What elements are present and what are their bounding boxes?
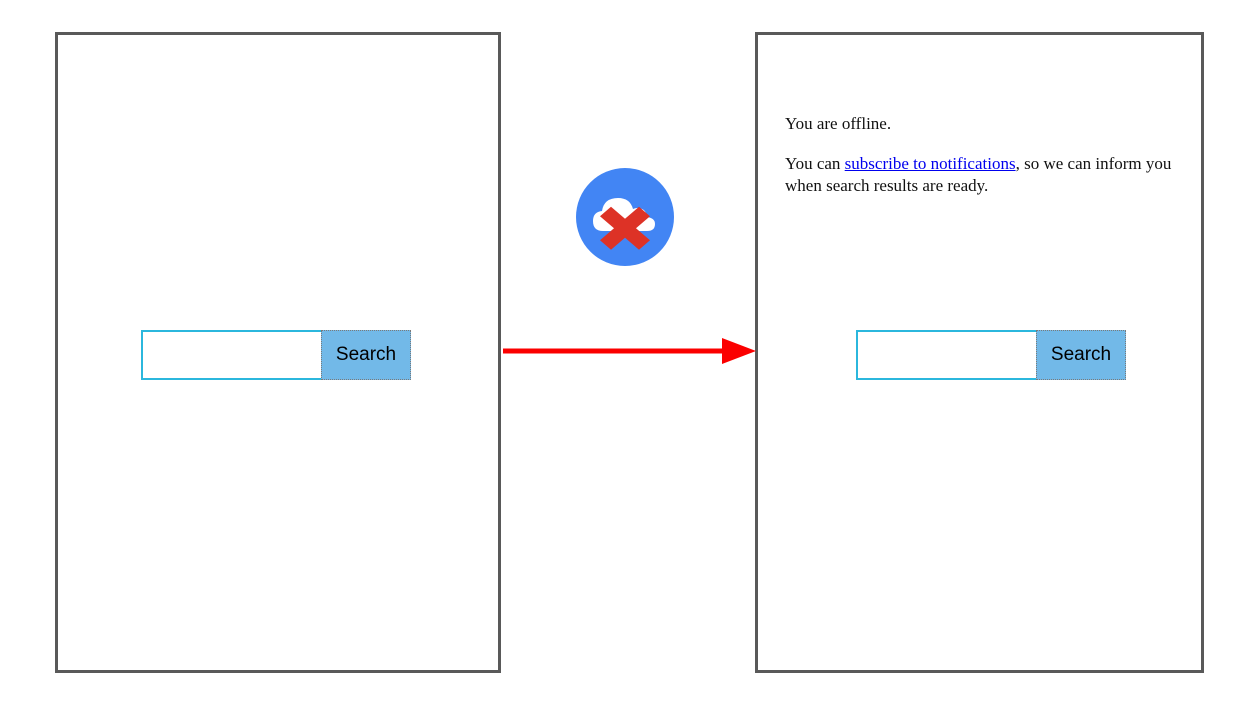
screen-before: Search bbox=[55, 32, 501, 673]
cloud-offline-icon bbox=[576, 168, 674, 266]
search-button-before[interactable]: Search bbox=[321, 330, 411, 380]
subscribe-hint-text: You can subscribe to notifications, so w… bbox=[785, 153, 1177, 197]
arrow-head bbox=[722, 338, 756, 364]
search-widget-after: Search bbox=[856, 330, 1126, 380]
offline-message-block: You are offline. You can subscribe to no… bbox=[785, 113, 1177, 197]
search-input-before[interactable] bbox=[141, 330, 321, 380]
subscribe-hint-prefix: You can bbox=[785, 154, 845, 173]
transition-arrow bbox=[503, 338, 756, 364]
subscribe-to-notifications-link[interactable]: subscribe to notifications bbox=[844, 154, 1016, 173]
cross-mark bbox=[600, 206, 650, 250]
offline-status-text: You are offline. bbox=[785, 114, 892, 133]
search-widget-before: Search bbox=[141, 330, 411, 380]
search-button-after[interactable]: Search bbox=[1036, 330, 1126, 380]
subscribe-hint-suffix: , so we can inform you when search resul… bbox=[785, 154, 1172, 195]
search-input-after[interactable] bbox=[856, 330, 1036, 380]
screen-after: You are offline. You can subscribe to no… bbox=[755, 32, 1204, 673]
